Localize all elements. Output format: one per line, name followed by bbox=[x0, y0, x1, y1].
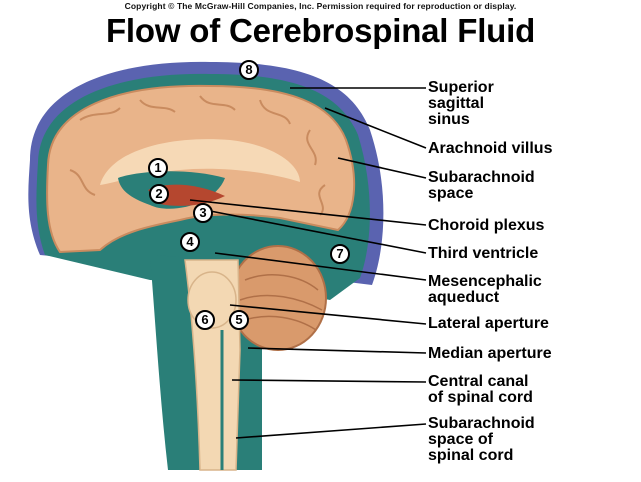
structure-label-line: Median aperture bbox=[428, 345, 552, 362]
step-marker: 2 bbox=[149, 184, 169, 204]
step-marker: 7 bbox=[330, 244, 350, 264]
leader-lines bbox=[189, 87, 427, 439]
step-marker: 4 bbox=[180, 232, 200, 252]
structure-label-line: sinus bbox=[428, 111, 470, 128]
structure-label: Choroid plexus bbox=[428, 218, 544, 234]
step-marker: 6 bbox=[195, 310, 215, 330]
structure-label-line: Mesencephalic bbox=[428, 273, 542, 290]
structure-label-line: Third ventricle bbox=[428, 245, 539, 262]
gyri bbox=[69, 95, 326, 216]
structure-label-line: sagittal bbox=[428, 95, 485, 112]
page-title: Flow of Cerebrospinal Fluid bbox=[105, 12, 536, 49]
step-marker: 1 bbox=[148, 158, 168, 178]
structure-label-line: Superior bbox=[428, 79, 494, 96]
step-marker: 8 bbox=[239, 60, 259, 80]
structure-label-line: space bbox=[428, 185, 474, 202]
step-marker: 5 bbox=[229, 310, 249, 330]
copyright-notice: Copyright © The McGraw-Hill Companies, I… bbox=[124, 1, 517, 11]
structure-label-line: of spinal cord bbox=[428, 389, 533, 406]
step-marker: 3 bbox=[193, 203, 213, 223]
structure-label-line: Subarachnoid bbox=[428, 415, 535, 432]
structure-label-line: Lateral aperture bbox=[428, 315, 549, 332]
structure-label-line: Subarachnoid bbox=[428, 169, 535, 186]
structure-label-line: spinal cord bbox=[428, 447, 514, 464]
structure-label: Median aperture bbox=[428, 346, 552, 362]
structure-label-line: aqueduct bbox=[428, 289, 500, 306]
cerebrum bbox=[46, 84, 356, 254]
structure-label: Lateral aperture bbox=[428, 316, 549, 332]
structure-label-line: Arachnoid villus bbox=[428, 140, 553, 157]
cerebellar-folia bbox=[239, 274, 323, 331]
structure-label-line: Choroid plexus bbox=[428, 217, 545, 234]
structure-label-line: Central canal bbox=[428, 373, 529, 390]
structure-label-line: space of bbox=[428, 431, 493, 448]
structure-label: Third ventricle bbox=[428, 246, 538, 262]
structure-label: Arachnoid villus bbox=[428, 141, 552, 157]
